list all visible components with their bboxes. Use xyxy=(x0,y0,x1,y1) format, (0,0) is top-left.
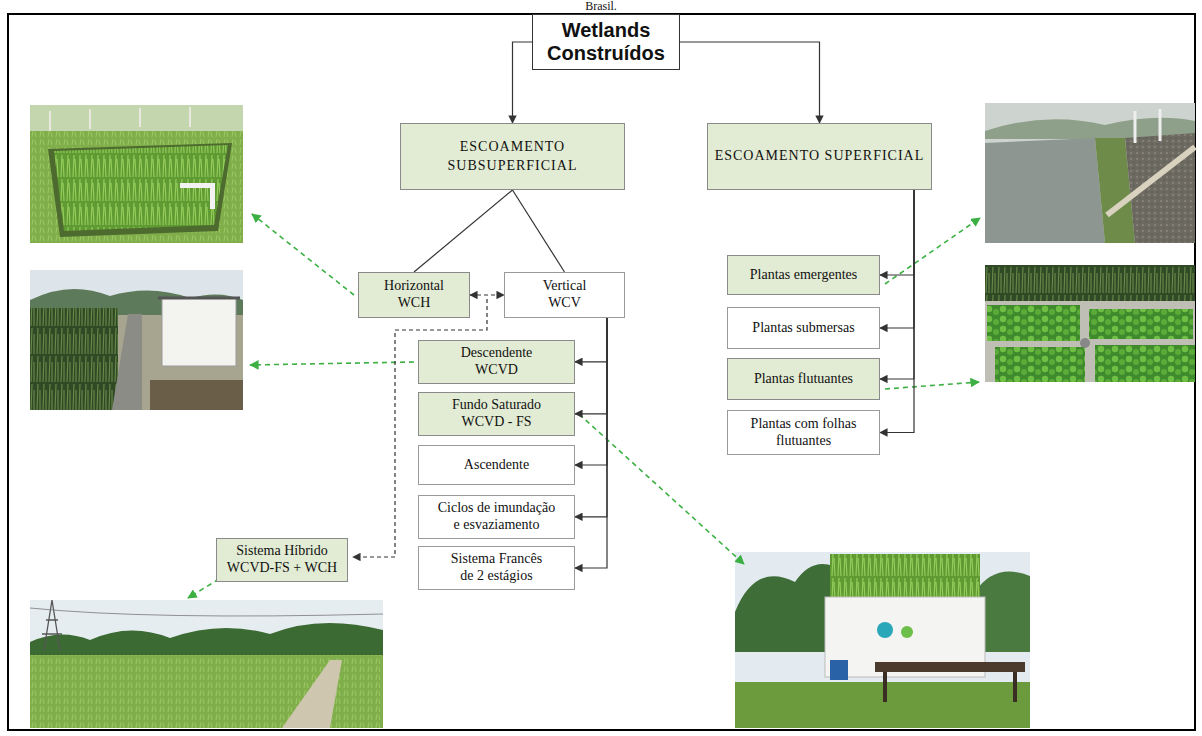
connector-arrow xyxy=(575,318,607,517)
plant-type-box: Plantas flutuantes xyxy=(727,358,880,400)
photo-floating-plants xyxy=(985,265,1195,382)
node-text: Ascendente xyxy=(464,457,529,474)
photo-emergent-plants xyxy=(985,103,1195,243)
connector-arrow xyxy=(575,318,607,414)
subtype-box: Fundo Saturado WCVD - FS xyxy=(418,392,575,436)
node-text: Fundo Saturado WCVD - FS xyxy=(442,397,552,431)
photo-vertical-wetland xyxy=(30,270,243,410)
node-text: Vertical WCV xyxy=(527,278,603,312)
subtype-box: Ciclos de imundação e esvaziamento xyxy=(418,495,575,539)
root-box: Wetlands Construídos xyxy=(532,14,680,70)
plant-type-box: Plantas emergentes xyxy=(727,255,880,295)
connector-arrow xyxy=(414,190,513,272)
connector-arrow xyxy=(880,190,914,328)
connector-arrow xyxy=(880,190,914,379)
subtype-box: Descendente WCVD xyxy=(418,340,575,384)
node-text: Plantas com folhas flutuantes xyxy=(743,416,865,450)
connector-arrow xyxy=(575,318,607,362)
node-text: Wetlands Construídos xyxy=(539,19,673,65)
connector-arrow xyxy=(513,42,533,123)
hybrid-box: Sistema Híbrido WCVD-FS + WCH xyxy=(216,538,348,582)
node-text: Horizontal WCH xyxy=(376,278,452,312)
node-text: ESCOAMENTO SUPERFICIAL xyxy=(715,147,925,165)
node-text: Plantas submersas xyxy=(752,320,854,337)
caption-fragment: Brasil. xyxy=(585,0,617,13)
connector-arrow xyxy=(575,318,607,465)
node-text: Plantas flutuantes xyxy=(754,371,853,388)
node-text: ESCOAMENTO SUBSUPERFICIAL xyxy=(407,138,618,174)
node-text: Descendente WCVD xyxy=(447,345,547,379)
connector-arrow xyxy=(575,318,607,568)
subtype-box: Sistema Francês de 2 estágios xyxy=(418,546,575,590)
plant-type-box: Plantas submersas xyxy=(727,307,880,349)
photo-saturated-bottom-tank xyxy=(735,552,1030,728)
outer-frame xyxy=(8,14,1195,730)
type-box: Horizontal WCH xyxy=(358,272,470,318)
node-text: Sistema Híbrido WCVD-FS + WCH xyxy=(223,543,341,577)
photo-leader xyxy=(188,214,980,598)
type-box: Vertical WCV xyxy=(504,272,625,318)
node-text: Plantas emergentes xyxy=(750,267,857,284)
connector-arrow xyxy=(680,42,820,123)
category-box: ESCOAMENTO SUBSUPERFICIAL xyxy=(400,123,625,190)
connector-arrow xyxy=(513,190,565,272)
category-box: ESCOAMENTO SUPERFICIAL xyxy=(707,123,932,190)
connector-arrow xyxy=(470,294,504,295)
photo-horizontal-wetland xyxy=(30,105,243,243)
connector-arrow xyxy=(880,190,914,275)
plant-type-box: Plantas com folhas flutuantes xyxy=(727,410,880,455)
photo-hybrid-system xyxy=(30,600,383,728)
node-text: Sistema Francês de 2 estágios xyxy=(445,551,549,585)
node-text: Ciclos de imundação e esvaziamento xyxy=(435,500,559,534)
connector-arrow xyxy=(880,190,914,433)
subtype-box: Ascendente xyxy=(418,445,575,485)
